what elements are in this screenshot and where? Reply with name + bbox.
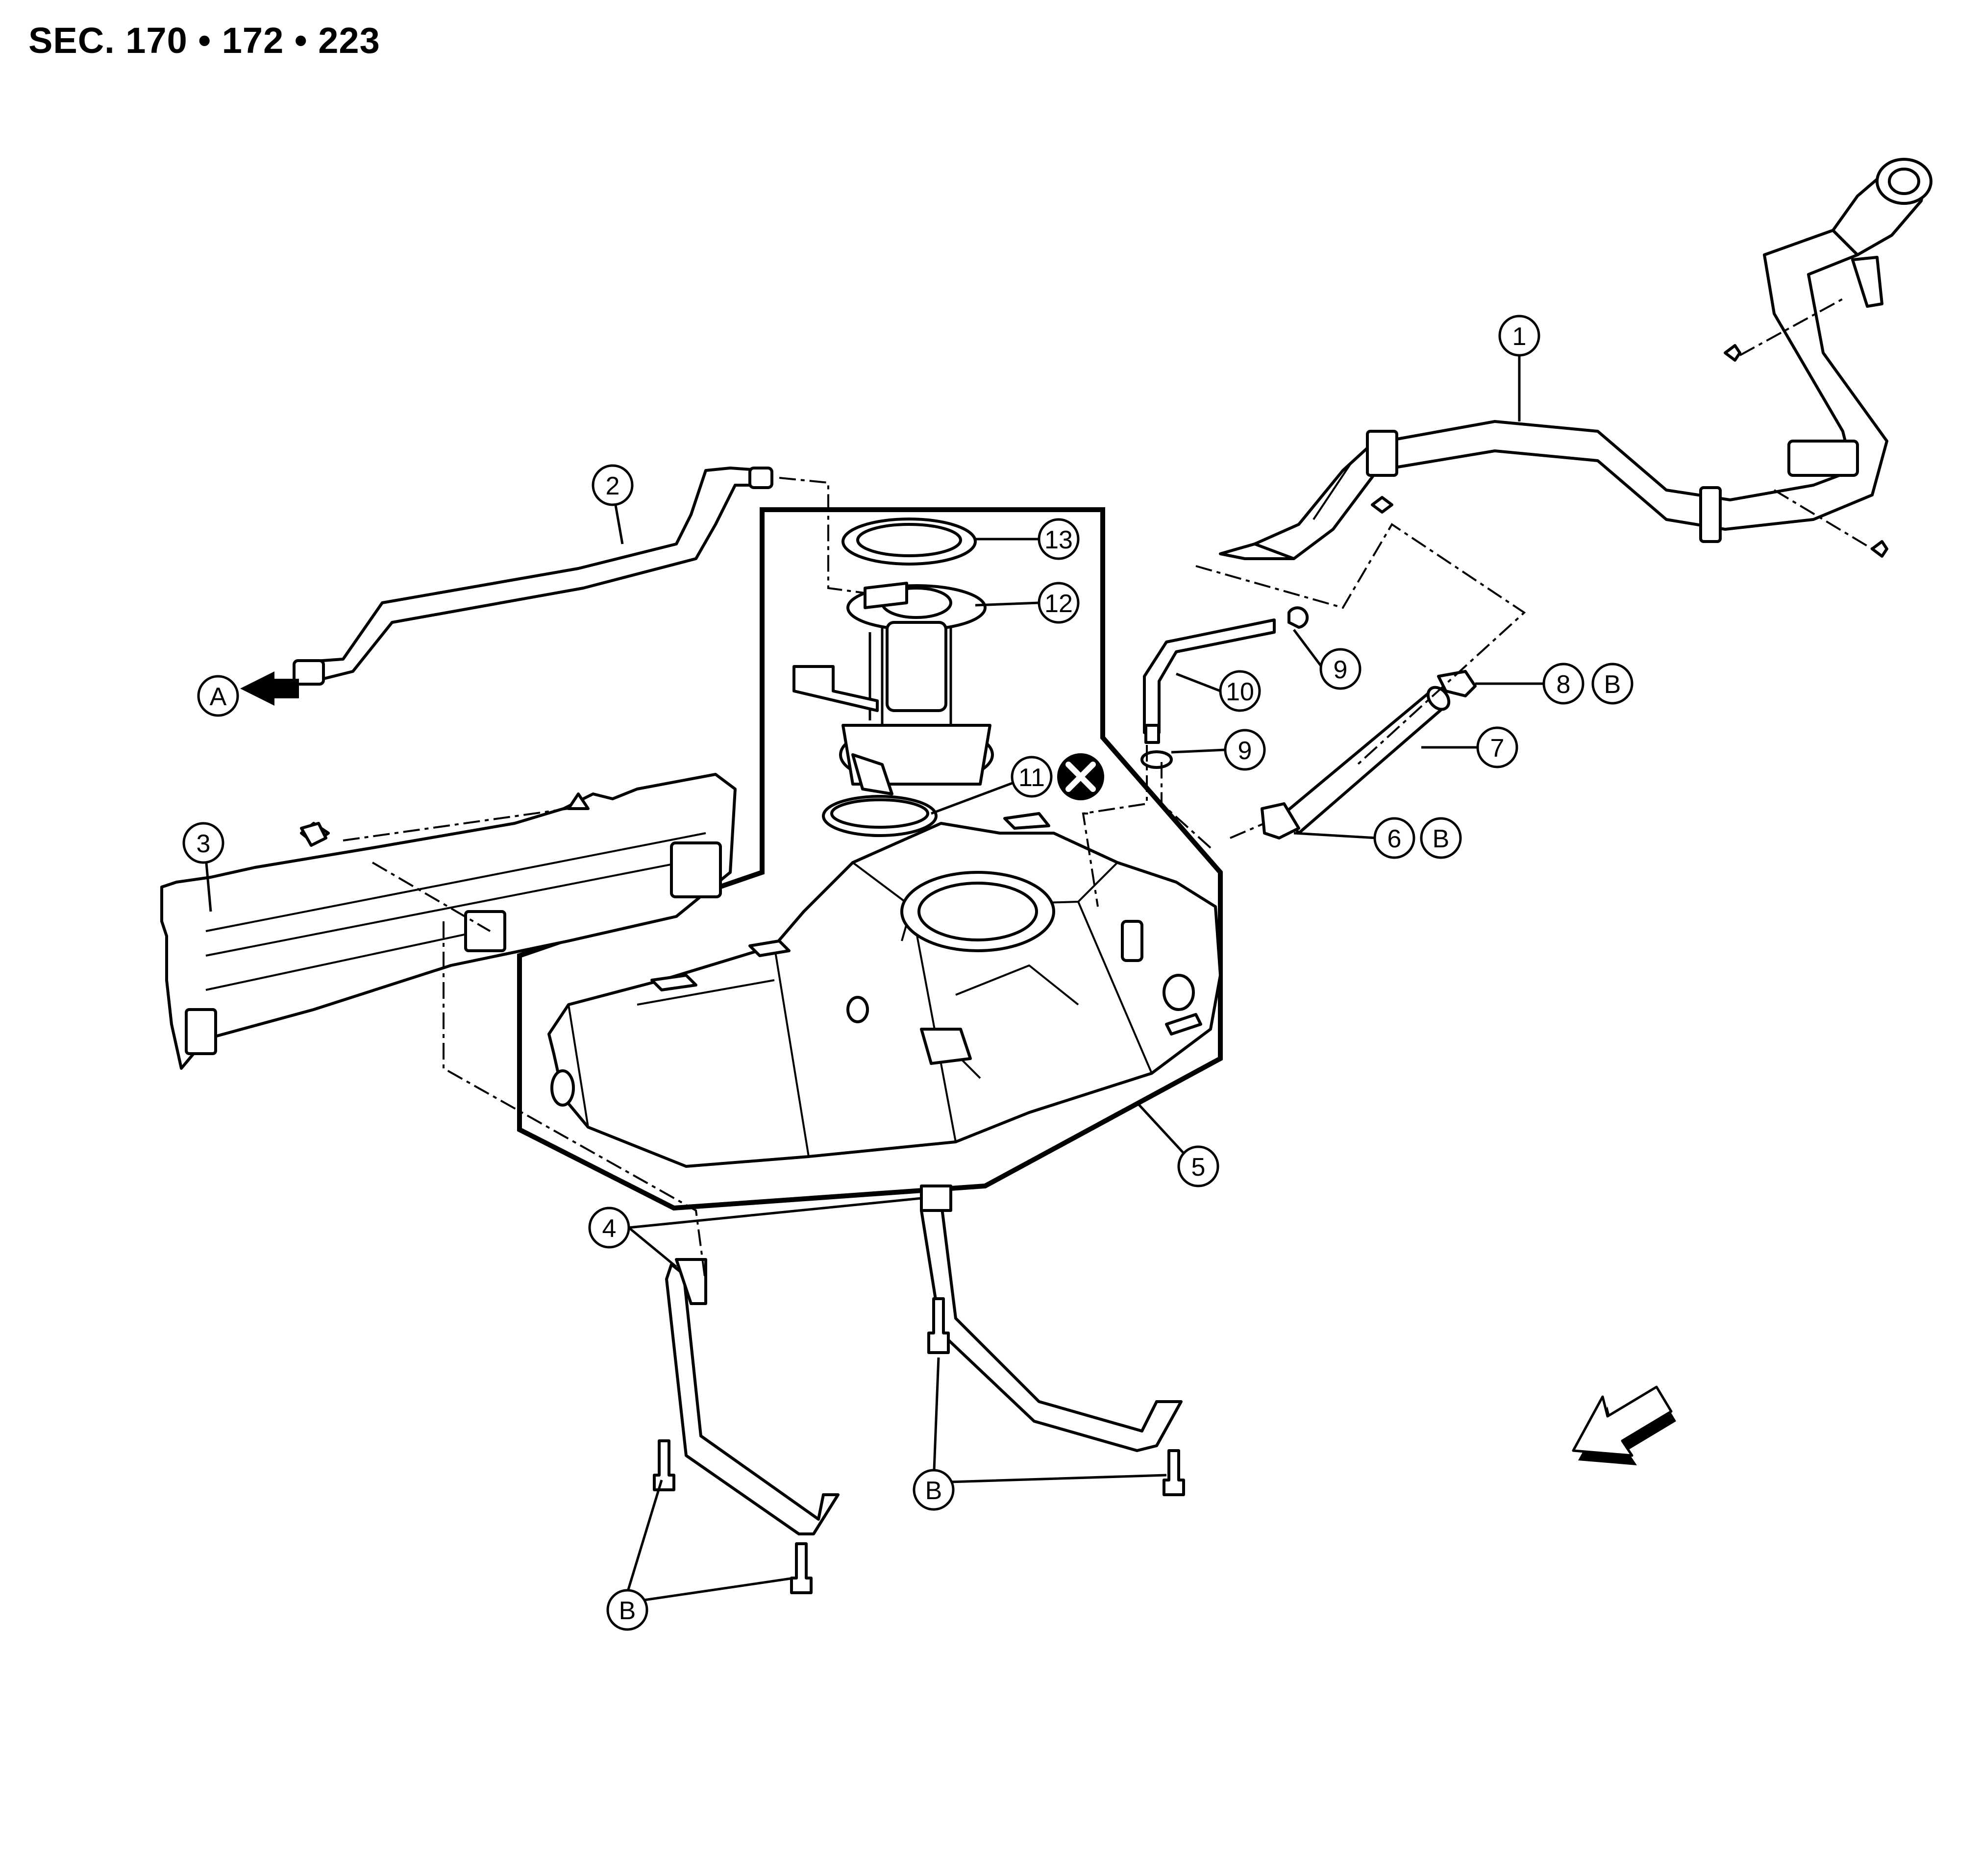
reference-a: A	[197, 675, 239, 717]
callout-label: 11	[1018, 764, 1045, 792]
filler-tube	[1219, 158, 1932, 560]
bolt	[300, 822, 1185, 1594]
callout-13: 13	[1038, 518, 1080, 560]
callout-label: 9	[1334, 656, 1348, 684]
fuel-level-sensor-unit	[792, 582, 994, 795]
clamp-upper	[1287, 606, 1309, 629]
reference-b-right: B	[913, 1469, 955, 1511]
reference-label: B	[619, 1597, 636, 1625]
reference-label: B	[1433, 825, 1450, 853]
callout-10: 10	[1219, 670, 1261, 712]
section-title: SEC. 170 • 172 • 223	[28, 20, 380, 61]
clamp-upper-hose	[1437, 670, 1477, 697]
callout-label: 1	[1512, 322, 1527, 351]
clamp-lower-hose	[1261, 802, 1300, 839]
callout-label: 2	[606, 472, 620, 500]
lock-ring	[842, 518, 977, 566]
callout-6: 6	[1373, 817, 1415, 859]
heat-insulator	[160, 773, 737, 1070]
callout-3: 3	[182, 822, 224, 864]
callout-label: 9	[1238, 737, 1252, 765]
callout-label: 3	[197, 830, 211, 858]
clamp-lower	[1140, 750, 1173, 769]
reference-label: B	[1604, 670, 1621, 699]
callout-label: 5	[1191, 1153, 1206, 1182]
callout-4: 4	[588, 1207, 630, 1249]
fuel-tank	[547, 812, 1222, 1168]
callout-12: 12	[1038, 582, 1080, 624]
callout-5: 5	[1177, 1145, 1219, 1187]
callout-label: 13	[1044, 526, 1073, 554]
hose	[1143, 618, 1276, 744]
callout-8: 8	[1542, 663, 1584, 705]
callout-9-upper: 9	[1319, 648, 1361, 690]
reference-b-item8: B	[1591, 663, 1634, 705]
front-arrow-icon	[1572, 1385, 1676, 1465]
callout-1: 1	[1498, 315, 1540, 357]
callout-label: 12	[1044, 590, 1073, 618]
fuel-feed-tube	[293, 467, 773, 686]
callout-label: 7	[1490, 734, 1505, 763]
arrow-left-icon	[240, 671, 299, 706]
callout-label: 4	[602, 1214, 617, 1243]
callout-label: 6	[1387, 825, 1402, 853]
o-ring	[822, 795, 938, 837]
reference-b-left: B	[606, 1589, 648, 1631]
reference-label: B	[925, 1477, 942, 1505]
callout-label: 8	[1557, 670, 1571, 699]
reference-b-item6: B	[1420, 817, 1462, 859]
callout-9-lower: 9	[1224, 729, 1266, 771]
circle-x-icon	[1057, 753, 1104, 800]
callout-7: 7	[1476, 726, 1518, 768]
callout-label: 10	[1226, 678, 1254, 706]
callout-11: 11	[1011, 756, 1053, 798]
leader-lines	[204, 348, 1544, 1604]
alignment-lines	[343, 298, 1873, 1284]
callout-2: 2	[592, 464, 634, 506]
reference-label: A	[210, 683, 227, 711]
filler-hose	[1283, 686, 1451, 835]
